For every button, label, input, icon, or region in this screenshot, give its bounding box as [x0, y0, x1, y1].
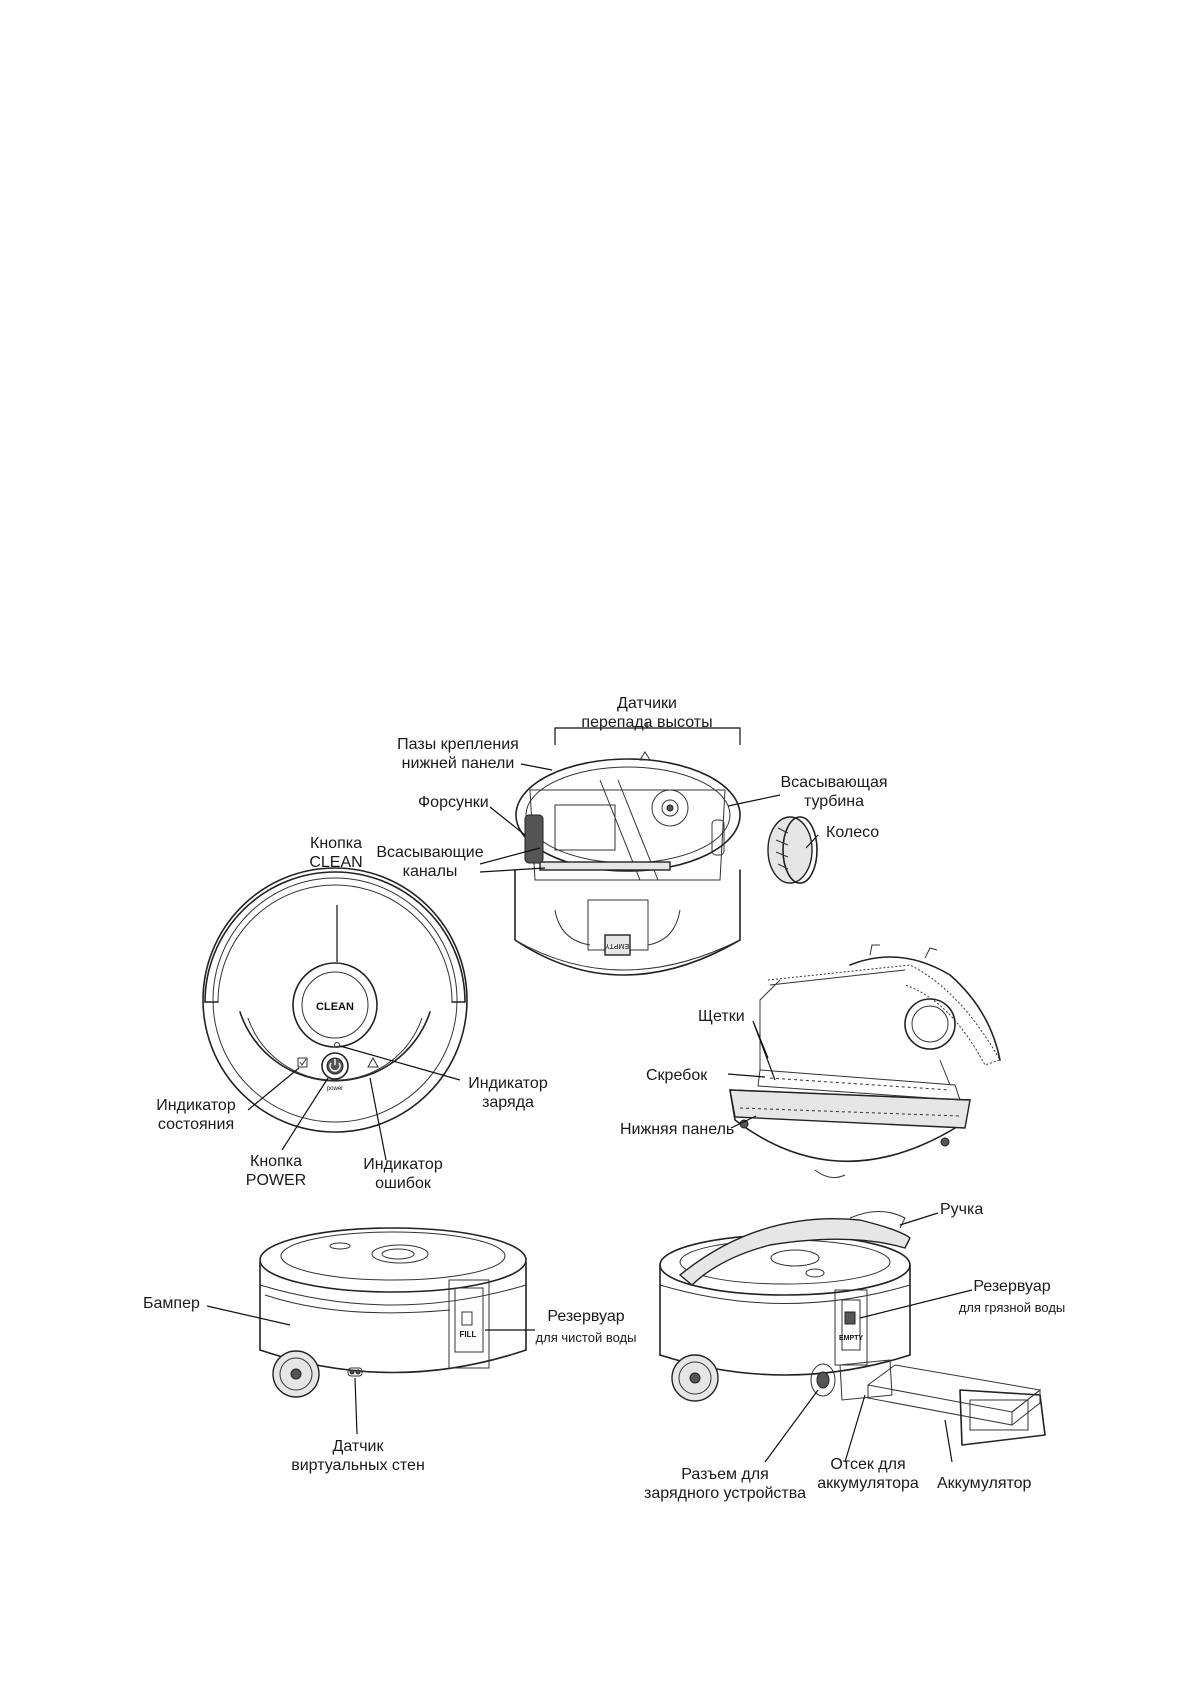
error-indicator-label-line1: Индикатор: [363, 1156, 443, 1173]
suction-channels-label-line1: Всасывающие: [376, 844, 484, 861]
wall-sensor-label-line2: виртуальных стен: [291, 1457, 425, 1474]
robot-top-view: CLEAN power: [202, 867, 468, 1133]
sensors-label-line1: Датчики: [617, 695, 677, 712]
clean-tank-label-line2: для чистой воды: [535, 1330, 637, 1345]
wheel-label: Колесо: [826, 824, 880, 841]
battery-label: Аккумулятор: [937, 1475, 1032, 1492]
sensors-label-line2: перепада высоты: [581, 714, 713, 731]
clean-tank-label-line1: Резервуар: [547, 1308, 625, 1325]
power-button-label-line1: Кнопка: [250, 1153, 302, 1170]
clean-button-text: CLEAN: [316, 1001, 354, 1013]
charge-indicator-label-line2: заряда: [482, 1094, 534, 1111]
brushes-label: Щетки: [698, 1008, 745, 1025]
clean-button-label-line1: Кнопка: [310, 835, 362, 852]
suction-channels-label-line2: каналы: [402, 863, 458, 880]
bottom-panel-label: Нижняя панель: [620, 1121, 735, 1138]
battery-bay-label-line1: Отсек для: [830, 1456, 906, 1473]
robot-open-view: EMPTY: [514, 722, 818, 976]
leader-lines: [206, 763, 973, 1463]
wall-sensor-label-line1: Датчик: [332, 1438, 384, 1455]
empty-text: EMPTY: [839, 1335, 863, 1342]
bottom-panel-view: [729, 944, 1001, 1179]
status-indicator-label-line1: Индикатор: [156, 1097, 236, 1114]
dirty-tank-label-line2: для грязной воды: [958, 1300, 1066, 1315]
charge-indicator-label-line1: Индикатор: [468, 1075, 548, 1092]
turbine-label-line1: Всасывающая: [780, 774, 888, 791]
charger-port-label-line2: зарядного устройства: [644, 1485, 806, 1502]
error-indicator-label-line2: ошибок: [375, 1175, 431, 1192]
clean-button-label-line2: CLEAN: [309, 854, 363, 871]
scraper-label: Скребок: [646, 1067, 708, 1084]
turbine-label-line2: турбина: [803, 793, 865, 810]
handle-label: Ручка: [940, 1201, 984, 1218]
status-indicator-label-line2: состояния: [157, 1116, 235, 1133]
power-text: power: [327, 1086, 343, 1092]
charger-port-label-line1: Разъем для: [681, 1466, 769, 1483]
slots-label-line1: Пазы крепления: [397, 736, 519, 753]
dirty-tank-label-line1: Резервуар: [973, 1278, 1051, 1295]
battery-bay-label-line2: аккумулятора: [817, 1475, 919, 1492]
robot-side-view: FILL: [259, 1227, 527, 1398]
robot-battery-view: EMPTY: [659, 1211, 1046, 1446]
slots-label-line2: нижней панели: [401, 755, 515, 772]
empty-text-flipped: EMPTY: [605, 942, 629, 949]
nozzles-label: Форсунки: [418, 794, 489, 811]
bumper-label: Бампер: [143, 1295, 200, 1312]
fill-text: FILL: [460, 1330, 477, 1339]
power-button-label-line2: POWER: [245, 1172, 307, 1189]
